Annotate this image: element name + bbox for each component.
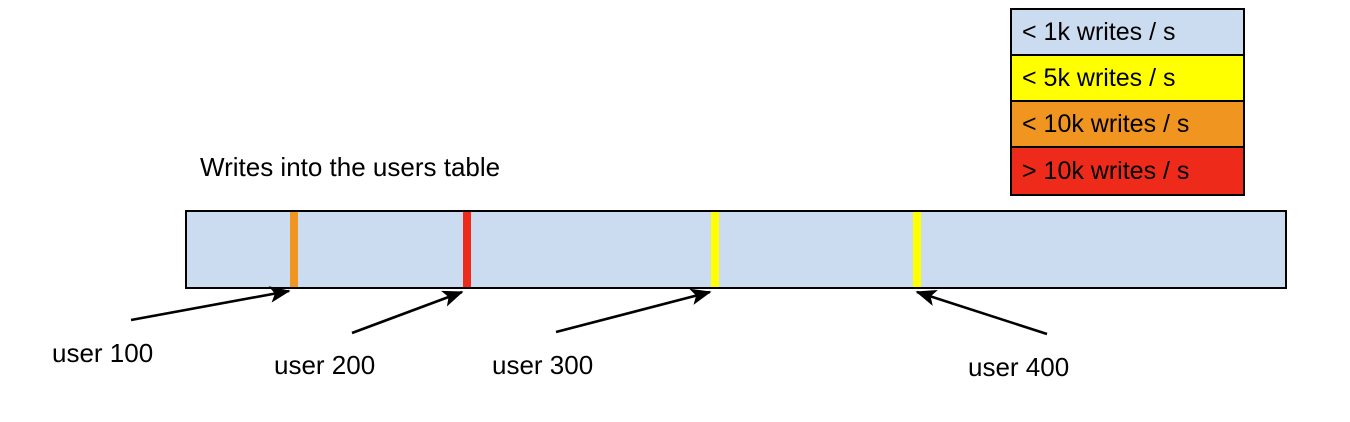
user-400-arrow [915, 289, 1048, 336]
user-100-stripe [290, 212, 298, 287]
legend-label-under-5k: < 5k writes / s [1022, 63, 1176, 92]
user-200-label: user 200 [274, 350, 376, 380]
legend-row-under-5k: < 5k writes / s [1012, 56, 1243, 102]
legend-label-under-10k: < 10k writes / s [1022, 109, 1190, 138]
user-400-stripe [913, 212, 921, 287]
user-300-arrow [555, 288, 712, 334]
users-table-bar [185, 210, 1287, 289]
user-200-stripe [463, 212, 471, 287]
chart-title: Writes into the users table [200, 152, 501, 182]
user-400-label: user 400 [968, 352, 1070, 382]
legend-label-over-10k: > 10k writes / s [1022, 156, 1190, 185]
user-100-label: user 100 [52, 338, 154, 368]
user-300-stripe [711, 212, 719, 287]
user-100-arrow [130, 286, 291, 322]
legend-label-under-1k: < 1k writes / s [1022, 17, 1176, 46]
legend-row-under-10k: < 10k writes / s [1012, 102, 1243, 148]
user-300-label: user 300 [492, 350, 594, 380]
legend-row-over-10k: > 10k writes / s [1012, 148, 1243, 194]
legend: < 1k writes / s < 5k writes / s < 10k wr… [1010, 8, 1245, 196]
user-200-arrow [351, 290, 464, 335]
legend-row-under-1k: < 1k writes / s [1012, 10, 1243, 56]
